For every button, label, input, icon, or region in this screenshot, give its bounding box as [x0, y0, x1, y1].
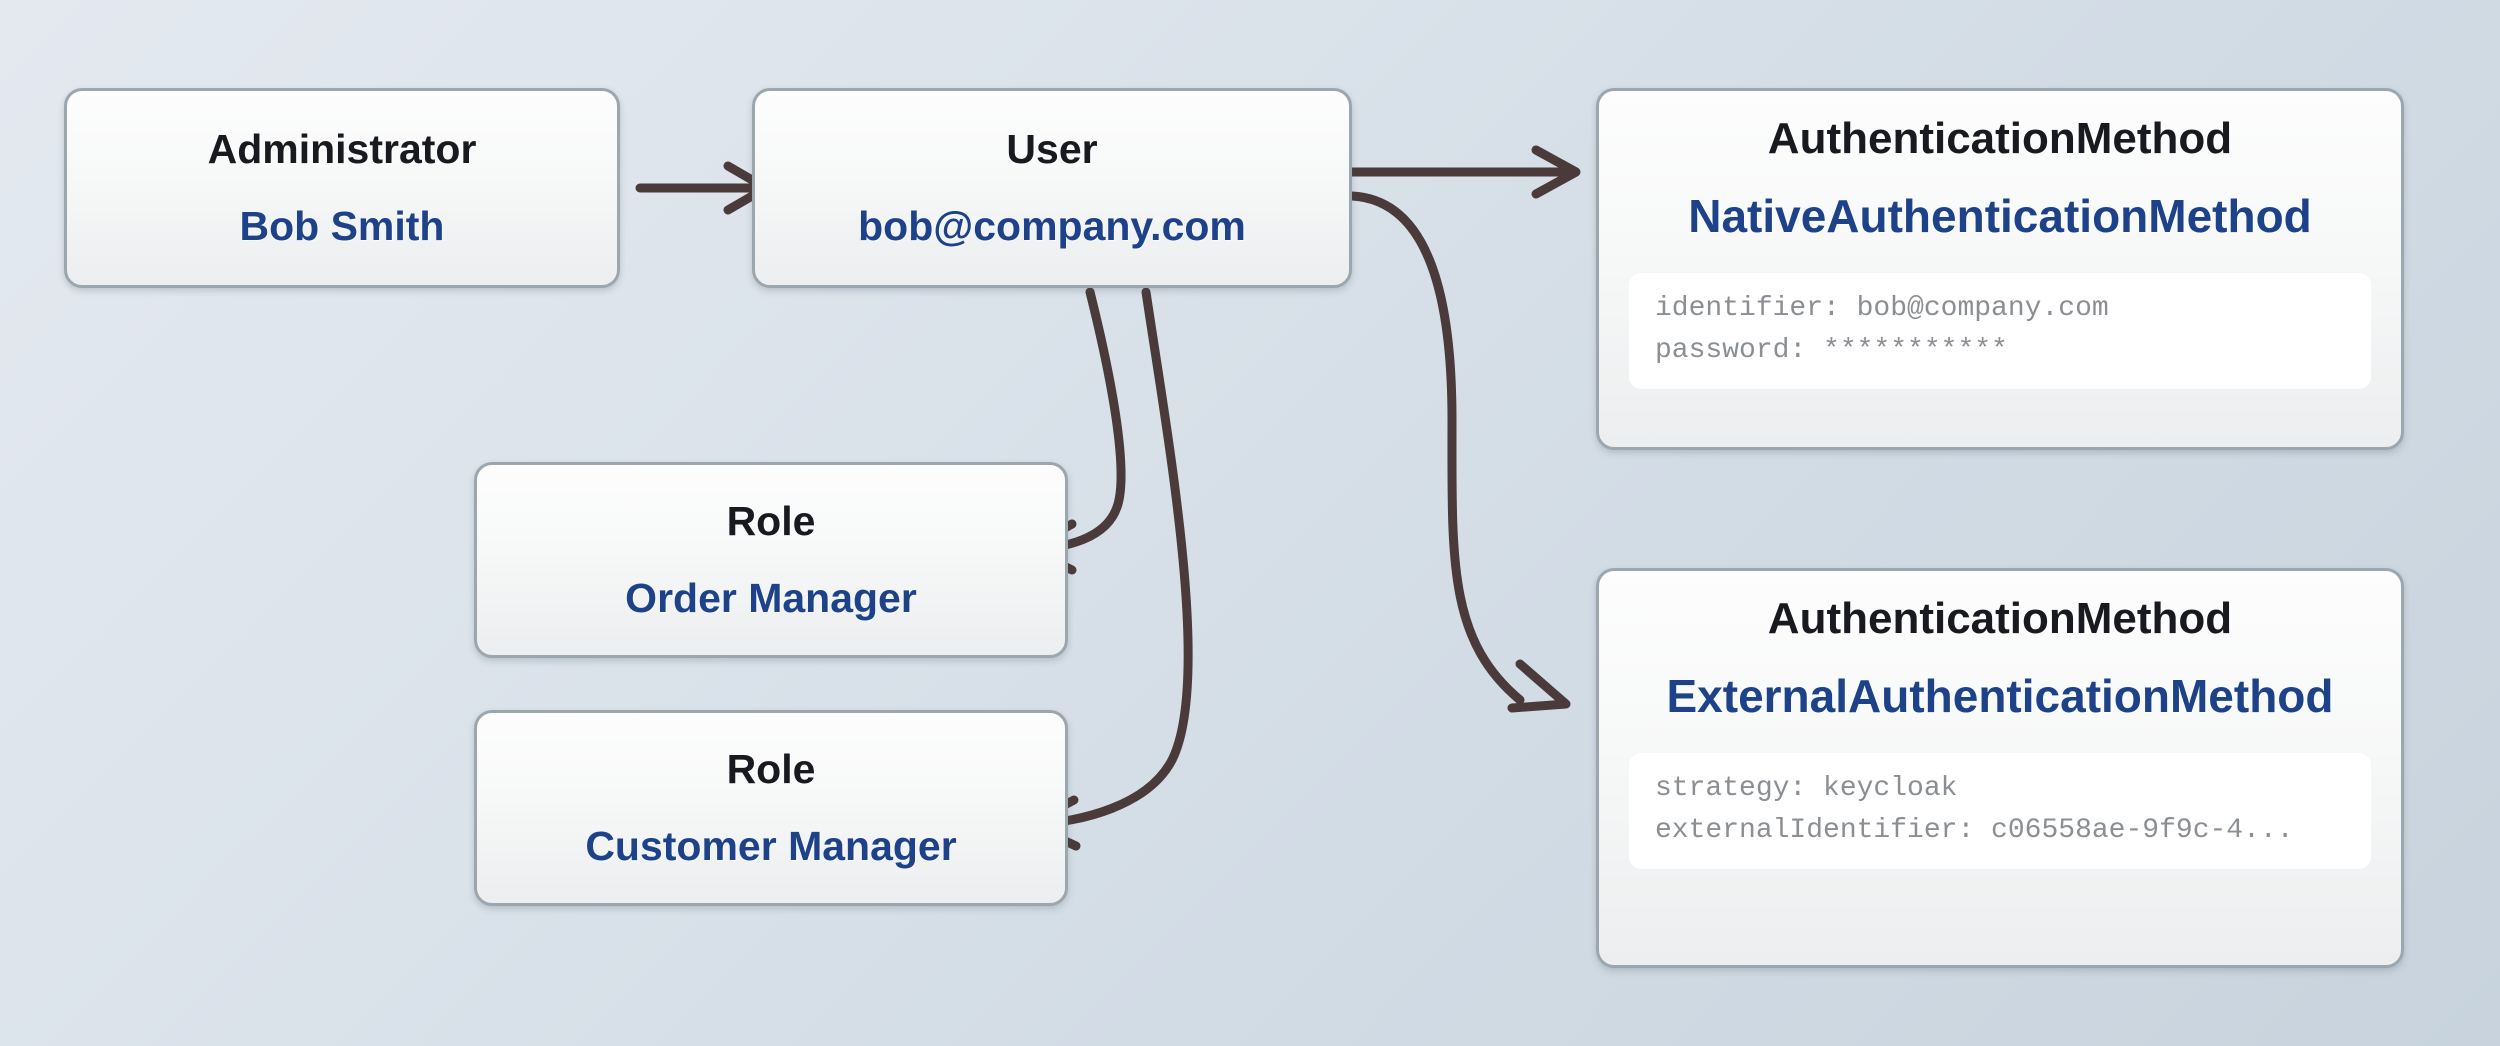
node-user-value: bob@company.com — [858, 203, 1246, 249]
node-administrator[interactable]: Administrator Bob Smith — [64, 88, 620, 288]
node-user-title: User — [1006, 126, 1098, 172]
edge-arrowhead-user-to-external-auth — [1507, 659, 1571, 713]
detail-line-strategy: strategy: keycloak — [1655, 773, 1958, 804]
node-role-order-manager-title: Role — [726, 498, 816, 544]
node-native-auth-details: identifier: bob@company.com password: **… — [1629, 273, 2371, 389]
node-native-auth-value: NativeAuthenticationMethod — [1688, 190, 2312, 242]
node-native-auth[interactable]: AuthenticationMethod NativeAuthenticatio… — [1596, 88, 2404, 450]
node-native-auth-title: AuthenticationMethod — [1767, 114, 2233, 163]
detail-line-password: password: *********** — [1655, 335, 2008, 366]
node-external-auth-title: AuthenticationMethod — [1767, 594, 2233, 643]
node-role-customer-manager-value: Customer Manager — [585, 823, 957, 869]
node-role-order-manager-value: Order Manager — [625, 575, 917, 621]
node-administrator-value: Bob Smith — [239, 203, 445, 249]
node-external-auth-details: strategy: keycloak externalIdentifier: c… — [1629, 753, 2371, 869]
node-role-customer-manager[interactable]: Role Customer Manager — [474, 710, 1068, 906]
node-role-order-manager[interactable]: Role Order Manager — [474, 462, 1068, 658]
node-role-customer-manager-title: Role — [726, 746, 816, 792]
detail-line-identifier: identifier: bob@company.com — [1655, 293, 2109, 324]
edge-arrowhead-user-to-native-auth — [1531, 145, 1581, 199]
node-external-auth[interactable]: AuthenticationMethod ExternalAuthenticat… — [1596, 568, 2404, 968]
node-external-auth-value: ExternalAuthenticationMethod — [1666, 670, 2334, 722]
detail-line-external-identifier: externalIdentifier: c06558ae-9f9c-4... — [1655, 815, 2294, 846]
node-administrator-title: Administrator — [207, 126, 477, 172]
node-user[interactable]: User bob@company.com — [752, 88, 1352, 288]
edge-user-to-external-auth — [1347, 191, 1525, 705]
